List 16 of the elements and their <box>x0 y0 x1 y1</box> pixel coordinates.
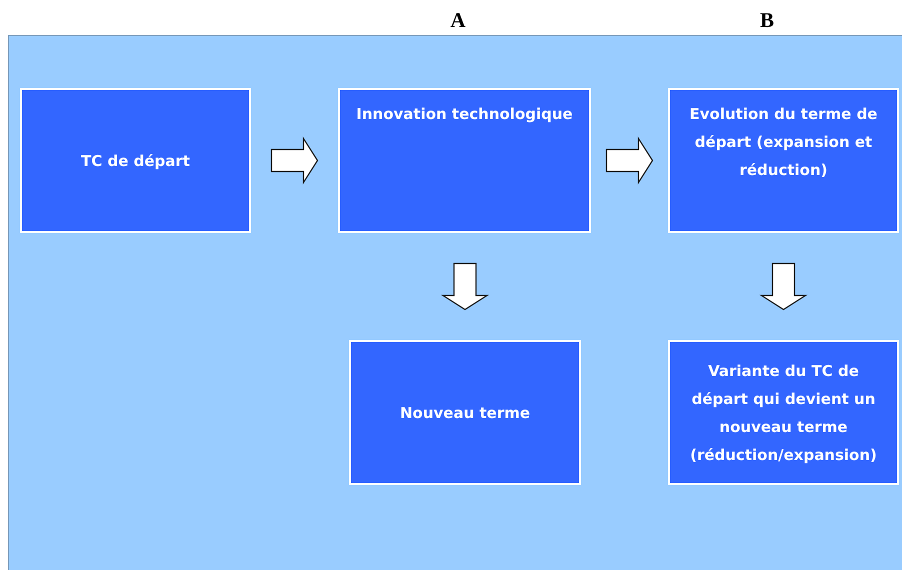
process-box <box>668 88 899 233</box>
box-label: TC de départ <box>81 150 190 172</box>
column-heading: B <box>758 8 775 33</box>
box-label: Variante du TC de départ qui devient un nouveau terme (réduction/expansion) <box>689 360 878 466</box>
box-label: Evolution du terme de départ (expansion et réduction) <box>688 104 878 181</box>
process-box <box>349 340 581 485</box>
column-heading: A <box>449 8 467 33</box>
block-arrow <box>270 136 318 185</box>
block-arrow <box>759 262 808 310</box>
box-label: Innovation technologique <box>356 104 573 125</box>
block-arrow <box>606 136 654 185</box>
process-box <box>668 340 899 485</box>
process-box <box>338 88 591 233</box>
block-arrow <box>440 262 490 310</box>
process-box <box>20 88 251 233</box>
box-label: Nouveau terme <box>400 402 530 424</box>
